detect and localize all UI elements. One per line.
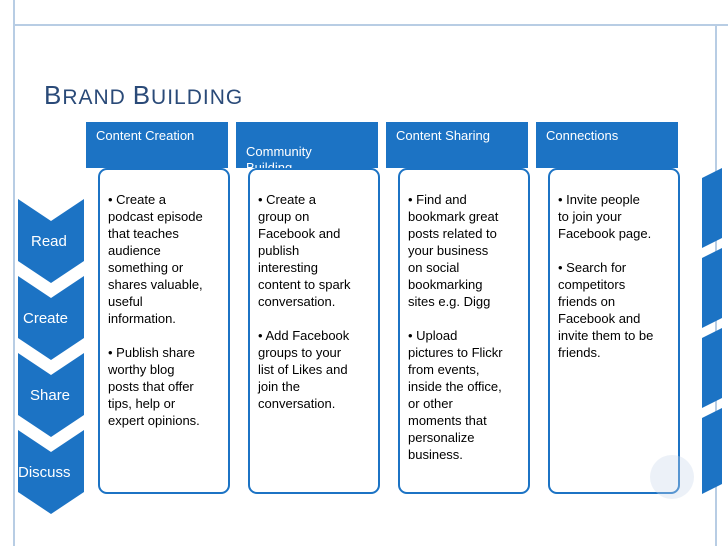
- column-card-community-building: • Create a group on Facebook and publish…: [248, 168, 380, 494]
- title-rest-1: RAND: [62, 86, 126, 109]
- card-text: • Invite people to join your Facebook pa…: [558, 192, 654, 360]
- column-header-content-sharing: Content Sharing: [386, 122, 528, 168]
- stage-read: Read: [18, 199, 84, 283]
- card-text: • Create a group on Facebook and publish…: [258, 192, 351, 411]
- column-card-connections: • Invite people to join your Facebook pa…: [548, 168, 680, 494]
- column-header-community-building: Community Building: [236, 122, 378, 175]
- column-header-content-creation: Content Creation: [86, 122, 228, 168]
- title-rest-2: UILDING: [151, 86, 244, 109]
- title-cap-1: B: [44, 80, 63, 110]
- title-cap-2: B: [132, 80, 152, 110]
- column-card-content-creation: • Create a podcast episode that teaches …: [98, 168, 230, 494]
- right-chevron-2: [702, 248, 722, 328]
- stage-label: Discuss: [18, 463, 71, 481]
- column-card-content-sharing: • Find and bookmark great posts related …: [398, 168, 530, 494]
- decorative-circle: [650, 455, 694, 499]
- right-chevron-3: [702, 328, 722, 408]
- slide-title: BRAND BUILDING: [44, 80, 243, 111]
- frame-line-top: [13, 24, 728, 26]
- stage-label: Read: [31, 232, 67, 250]
- column-header-label: Content Creation: [96, 128, 195, 143]
- column-header-connections: Connections: [536, 122, 678, 168]
- frame-line-left: [13, 0, 15, 546]
- card-text: • Create a podcast episode that teaches …: [108, 192, 203, 428]
- stage-create: Create: [18, 276, 84, 360]
- column-header-label: Connections: [546, 128, 619, 143]
- card-text: • Find and bookmark great posts related …: [408, 192, 503, 462]
- right-chevron-1: [702, 168, 722, 248]
- right-chevron-tabs: [702, 168, 722, 494]
- stage-label: Share: [30, 386, 71, 404]
- stage-label: Create: [23, 309, 69, 327]
- stage-discuss: Discuss: [18, 430, 84, 514]
- stage-share: Share: [18, 353, 84, 437]
- right-chevron-4: [702, 408, 722, 494]
- column-header-label: Content Sharing: [396, 128, 490, 143]
